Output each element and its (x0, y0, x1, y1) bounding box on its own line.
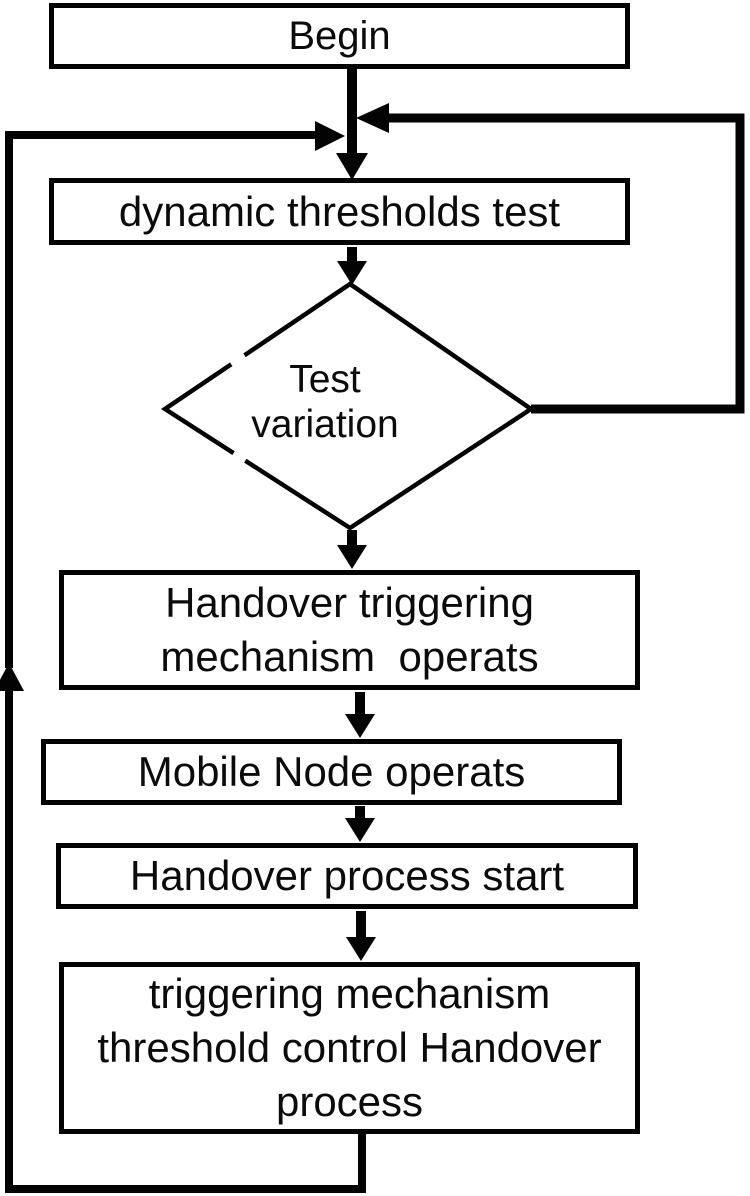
node-threshold-control-line3: process (275, 1078, 424, 1125)
arrowhead-loop-right-merge (356, 103, 389, 133)
node-mobile-node-operats-label: Mobile Node operats (137, 748, 526, 795)
node-handover-triggering-line1: Handover triggering (165, 579, 534, 626)
node-handover-triggering: Handover triggering mechanism operats (59, 570, 640, 690)
arrowhead-into-dynamic-test (336, 153, 368, 180)
arrowhead-into-mobile (345, 714, 375, 738)
node-begin: Begin (49, 3, 630, 69)
node-threshold-control: triggering mechanism threshold control H… (59, 962, 640, 1134)
arrowhead-into-trigger (337, 545, 367, 569)
node-decision-label: Test variation (145, 357, 505, 447)
node-dynamic-thresholds-test: dynamic thresholds test (49, 178, 630, 245)
node-handover-process-start: Handover process start (56, 843, 638, 909)
arrowhead-into-start (345, 818, 375, 842)
node-handover-triggering-line2: mechanism operats (160, 633, 539, 680)
arrowhead-into-control (346, 937, 376, 961)
arrowhead-into-decision (337, 261, 367, 285)
node-mobile-node-operats: Mobile Node operats (41, 739, 622, 805)
arrowhead-loop-left-mid (0, 663, 24, 691)
node-dynamic-thresholds-test-label: dynamic thresholds test (118, 187, 561, 235)
node-decision-line1: Test (289, 358, 361, 401)
node-decision-line2: variation (251, 403, 399, 446)
diamond-edge-gap-lower (230, 447, 249, 465)
node-begin-label: Begin (288, 13, 391, 58)
arrowhead-loop-left-merge (315, 121, 345, 151)
node-threshold-control-line1: triggering mechanism (148, 970, 551, 1017)
node-threshold-control-line2: threshold control Handover (97, 1024, 602, 1071)
node-handover-process-start-label: Handover process start (129, 852, 565, 899)
